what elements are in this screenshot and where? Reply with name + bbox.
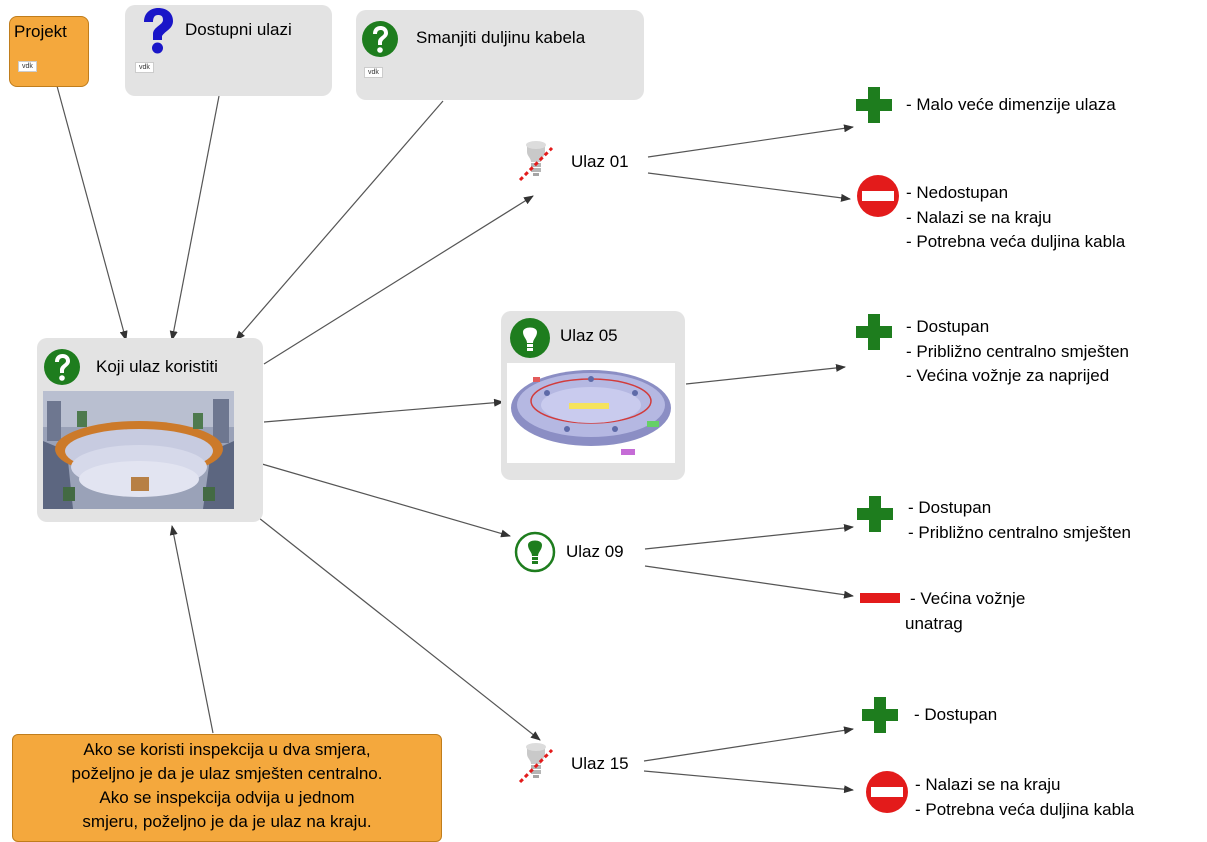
argument-line: - Većina vožnje [910, 589, 1026, 608]
edge-smanjiti-to-central [235, 100, 444, 341]
argument-line: - Malo veće dimenzije ulaza [906, 95, 1116, 114]
edge-projekt-to-central [56, 85, 128, 341]
note-line: poželjno je da je ulaz smješten centraln… [71, 764, 383, 783]
plus-icon [862, 697, 898, 733]
ulaz-09-pro-text: - Dostupan - Približno centralno smješte… [908, 496, 1131, 545]
argument-line: - Nalazi se na kraju [915, 775, 1061, 794]
ulaz-01-label[interactable]: Ulaz 01 [571, 152, 629, 171]
smanjiti-duljinu-tag: vdk [364, 67, 383, 78]
ulaz-01-con-text: - Nedostupan - Nalazi se na kraju - Potr… [906, 181, 1125, 255]
no-entry-icon [857, 175, 899, 217]
edge-ulaz15-to-con [643, 770, 854, 794]
ulaz-01-pro-text: - Malo veće dimenzije ulaza [906, 93, 1116, 118]
smanjiti-duljinu-node[interactable]: Smanjiti duljinu kabela vdk [356, 10, 644, 100]
edge-ulaz15-to-pro [643, 726, 854, 762]
koji-ulaz-node[interactable]: Koji ulaz koristiti [37, 338, 263, 522]
argument-line: - Potrebna veća duljina kabla [906, 232, 1126, 251]
no-entry-icon [866, 771, 908, 813]
lightbulb-icon [514, 531, 556, 573]
dim-bulb-icon [518, 141, 554, 182]
argument-line: - Potrebna veća duljina kabla [915, 799, 1135, 819]
dim-bulb-icon [518, 743, 554, 784]
ulaz-09-con-text: - Većina vožnje unatrag [905, 587, 1026, 636]
dostupni-ulazi-node[interactable]: Dostupni ulazi vdk [125, 5, 332, 96]
plus-icon [856, 87, 892, 123]
circular-hall-render-image [43, 391, 234, 509]
dostupni-ulazi-title: Dostupni ulazi [185, 20, 292, 39]
plus-icon [856, 314, 892, 350]
koji-ulaz-title: Koji ulaz koristiti [96, 357, 218, 376]
minus-icon [860, 593, 900, 603]
edge-ulaz01-to-pro [647, 124, 854, 158]
edge-ulaz05-to-pro [685, 363, 846, 385]
edge-dostupni-to-central [169, 95, 220, 341]
argument-line: - Dostupan [914, 705, 998, 724]
smanjiti-duljinu-title: Smanjiti duljinu kabela [416, 28, 586, 47]
note-line: Ako se koristi inspekcija u dva smjera, [83, 740, 371, 759]
projekt-tag: vdk [18, 61, 37, 72]
question-mark-icon [144, 8, 173, 54]
argument-line: - Približno centralno smješten [908, 522, 1131, 542]
edge-ulaz09-to-pro [644, 523, 854, 550]
dostupni-ulazi-tag: vdk [135, 62, 154, 73]
edge-ulaz01-to-con [647, 172, 851, 202]
ring-plan-render-image [507, 363, 675, 463]
projekt-node[interactable]: Projekt vdk [9, 16, 89, 87]
green-question-icon [44, 349, 80, 385]
argument-line: - Približno centralno smješten [906, 341, 1129, 361]
argument-line: - Većina vožnje za naprijed [906, 366, 1110, 385]
edge-central-to-ulaz05 [263, 398, 504, 423]
edge-central-to-ulaz01 [263, 195, 534, 365]
projekt-title: Projekt [14, 22, 67, 41]
note-line: Ako se inspekcija odvija u jednom [99, 788, 355, 807]
argument-line: - Nalazi se na kraju [906, 207, 1052, 227]
argument-line: unatrag [905, 613, 963, 633]
ulaz-09-label[interactable]: Ulaz 09 [566, 542, 624, 561]
edge-central-to-ulaz09 [261, 463, 511, 538]
ulaz-15-pro-text: - Dostupan [914, 703, 997, 728]
edge-note-to-central [169, 525, 214, 734]
argument-line: - Dostupan [908, 498, 992, 517]
note-text: Ako se koristi inspekcija u dva smjera, … [13, 738, 441, 834]
green-question-icon [362, 21, 398, 57]
note-line: smjeru, poželjno je da je ulaz na kraju. [82, 812, 372, 831]
lightbulb-icon [510, 318, 550, 358]
ulaz-05-title: Ulaz 05 [560, 326, 618, 345]
edge-central-to-ulaz15 [258, 517, 541, 741]
edge-ulaz09-to-con [644, 565, 854, 599]
note-box[interactable]: Ako se koristi inspekcija u dva smjera, … [12, 734, 442, 842]
argument-line: - Dostupan [906, 317, 990, 336]
argument-line: - Nedostupan [906, 183, 1009, 202]
ulaz-15-con-text: - Nalazi se na kraju - Potrebna veća dul… [915, 773, 1134, 822]
ulaz-15-label[interactable]: Ulaz 15 [571, 754, 629, 773]
plus-icon [857, 496, 893, 532]
ulaz-05-pro-text: - Dostupan - Približno centralno smješte… [906, 315, 1129, 389]
ulaz-05-node[interactable]: Ulaz 05 [501, 311, 685, 480]
